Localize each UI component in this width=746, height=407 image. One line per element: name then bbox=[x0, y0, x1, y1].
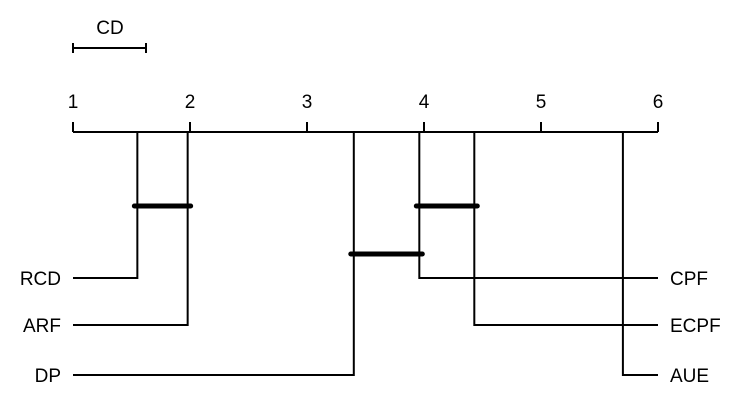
tick-label: 3 bbox=[302, 92, 313, 113]
tick-label: 4 bbox=[419, 92, 430, 113]
clique-bars bbox=[131, 203, 480, 257]
method-label-rcd: RCD bbox=[20, 269, 61, 290]
method-lines: RCD ARF DP CPF ECPF AUE bbox=[20, 132, 721, 387]
axis-ticks: 1 2 3 4 5 6 bbox=[68, 92, 664, 132]
method-label-arf: ARF bbox=[23, 316, 61, 337]
method-line-aue bbox=[621, 132, 658, 376]
cd-indicator: CD bbox=[72, 18, 147, 53]
method-label-cpf: CPF bbox=[670, 269, 708, 290]
method-label-ecpf: ECPF bbox=[670, 316, 721, 337]
tick-label: 5 bbox=[536, 92, 547, 113]
tick-label: 2 bbox=[185, 92, 196, 113]
tick-label: 1 bbox=[68, 92, 79, 113]
method-line-cpf bbox=[418, 132, 658, 279]
cd-label: CD bbox=[96, 18, 123, 39]
method-label-dp: DP bbox=[35, 366, 61, 387]
method-line-rcd bbox=[73, 132, 139, 279]
method-line-ecpf bbox=[473, 132, 658, 326]
method-line-arf bbox=[73, 132, 189, 326]
method-line-dp bbox=[73, 132, 355, 376]
method-label-aue: AUE bbox=[670, 366, 709, 387]
tick-label: 6 bbox=[653, 92, 664, 113]
